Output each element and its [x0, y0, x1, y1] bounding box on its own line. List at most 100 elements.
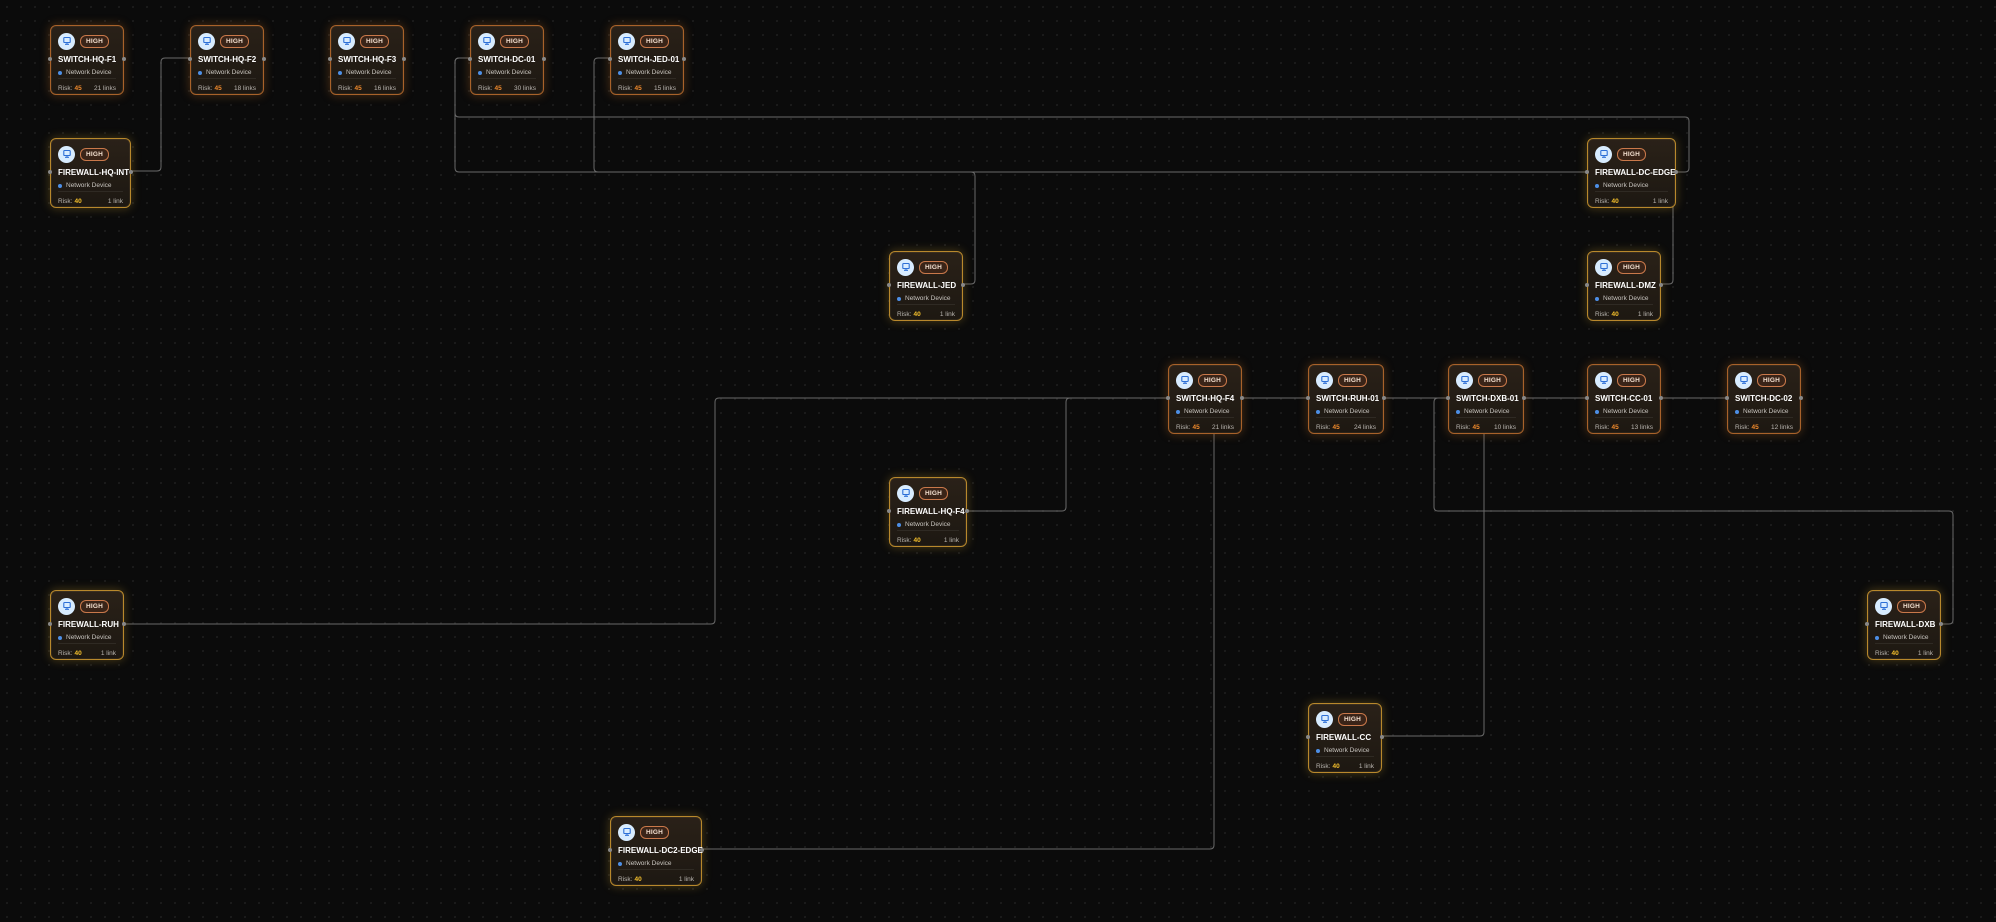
connection-handle-right[interactable] [1799, 396, 1803, 400]
link-count: 10 links [1493, 424, 1516, 431]
connection-handle-left[interactable] [608, 57, 612, 61]
connection-handle-right[interactable] [1240, 396, 1244, 400]
connection-handle-left[interactable] [1865, 622, 1869, 626]
connection-handle-right[interactable] [1939, 622, 1943, 626]
risk-label: Risk: [1595, 311, 1610, 318]
device-name: SWITCH-HQ-F4 [1176, 394, 1235, 403]
type-indicator-dot [198, 70, 202, 75]
connection-handle-left[interactable] [1585, 170, 1589, 174]
connection-handle-right[interactable] [961, 283, 965, 287]
connection-handle-left[interactable] [608, 848, 612, 852]
connection-handle-right[interactable] [1522, 396, 1526, 400]
connection-handle-right[interactable] [262, 57, 266, 61]
connection-handle-left[interactable] [1725, 396, 1729, 400]
device-type-label: Network Device [905, 295, 951, 302]
connection-handle-left[interactable] [887, 509, 891, 513]
device-type: Network Device [198, 68, 256, 77]
connection-handle-left[interactable] [468, 57, 472, 61]
connection-handle-left[interactable] [1585, 283, 1589, 287]
type-indicator-dot [338, 70, 342, 75]
connection-handle-right[interactable] [1659, 396, 1663, 400]
connection-handle-left[interactable] [48, 57, 52, 61]
network-device-icon [1875, 597, 1892, 615]
link-count: 21 links [1211, 424, 1234, 431]
connection-handle-right[interactable] [1382, 396, 1386, 400]
severity-badge: HIGH [640, 34, 670, 48]
connection-handle-right[interactable] [129, 170, 133, 174]
device-type-label: Network Device [1743, 408, 1789, 415]
connection-handle-left[interactable] [48, 170, 52, 174]
link-count: 1 link [1637, 311, 1653, 318]
severity-badge: HIGH [640, 825, 670, 839]
connection-handle-right[interactable] [402, 57, 406, 61]
connection-handle-right[interactable] [700, 848, 704, 852]
risk-value: 40 [634, 876, 642, 883]
connection-handle-left[interactable] [1306, 735, 1310, 739]
severity-badge: HIGH [1617, 147, 1647, 161]
connection-handle-right[interactable] [122, 57, 126, 61]
risk-label: Risk: [478, 85, 493, 92]
connection-handle-left[interactable] [1585, 396, 1589, 400]
link-count: 1 link [678, 876, 694, 883]
risk-value: 40 [913, 537, 921, 544]
type-indicator-dot [478, 70, 482, 75]
device-type-label: Network Device [206, 69, 252, 76]
network-device-icon [1176, 371, 1193, 389]
connection-handle-left[interactable] [1306, 396, 1310, 400]
connection-handle-right[interactable] [682, 57, 686, 61]
severity-badge: HIGH [919, 260, 949, 274]
connection-handle-right[interactable] [965, 509, 969, 513]
connection-handle-right[interactable] [542, 57, 546, 61]
network-device-icon [1735, 371, 1752, 389]
device-type-label: Network Device [626, 69, 672, 76]
risk-score: Risk:45 [1176, 423, 1200, 432]
risk-score: Risk:45 [1735, 423, 1759, 432]
connection-handle-left[interactable] [887, 283, 891, 287]
risk-label: Risk: [1176, 424, 1191, 431]
connection-handle-right[interactable] [1674, 170, 1678, 174]
risk-score: Risk:40 [58, 649, 82, 658]
device-type: Network Device [897, 520, 959, 529]
risk-label: Risk: [1595, 198, 1610, 205]
node-footer: Risk:45 21 links [1176, 417, 1234, 432]
device-name: SWITCH-JED-01 [618, 55, 680, 64]
connection-handle-left[interactable] [328, 57, 332, 61]
network-device-icon [1316, 710, 1333, 728]
severity-badge: HIGH [1338, 712, 1368, 726]
connection-handle-left[interactable] [188, 57, 192, 61]
risk-score: Risk:40 [897, 310, 921, 319]
connection-handle-right[interactable] [1380, 735, 1384, 739]
risk-value: 45 [1192, 424, 1200, 431]
connection-handle-left[interactable] [48, 622, 52, 626]
type-indicator-dot [1456, 409, 1460, 414]
edge-switch-dxb-01-to-firewall-cc [1382, 434, 1485, 737]
connection-handle-right[interactable] [122, 622, 126, 626]
connection-handle-left[interactable] [1446, 396, 1450, 400]
connection-handle-left[interactable] [1166, 396, 1170, 400]
connection-handle-right[interactable] [1659, 283, 1663, 287]
device-type-label: Network Device [1603, 295, 1649, 302]
network-device-icon [478, 32, 495, 50]
severity-badge: HIGH [1617, 373, 1647, 387]
